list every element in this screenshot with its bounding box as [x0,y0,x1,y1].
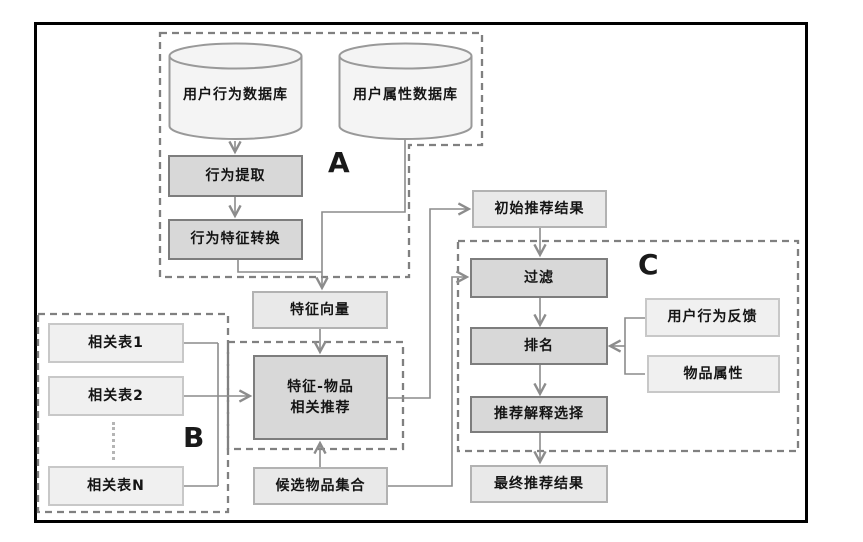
node-related-table-n: 相关表N [48,466,184,506]
section-c-label: C [638,248,659,281]
node-filter: 过滤 [470,258,608,298]
node-label-line1: 特征-物品 [287,379,354,396]
node-label: 用户属性数据库 [353,86,458,103]
node-label: 相关表1 [88,334,144,351]
section-a-dashed-box [158,31,484,279]
node-label: 过滤 [524,269,554,286]
node-feature-vector: 特征向量 [252,291,388,329]
node-label: 物品属性 [683,365,744,382]
node-user-attribute-db: 用户属性数据库 [338,42,473,141]
node-label: 候选物品集合 [275,477,366,494]
node-related-table-1: 相关表1 [48,323,184,363]
section-a-label: A [328,146,350,179]
section-c-dashed-box [456,239,800,453]
section-b-label: B [183,421,205,454]
node-label: 行为提取 [205,167,266,184]
node-user-behavior-db: 用户行为数据库 [168,42,303,141]
node-label-line2: 相关推荐 [290,399,351,416]
outer-border [34,22,808,523]
cylinder-shape [338,42,473,140]
ellipsis-dots [112,422,115,460]
node-label: 初始推荐结果 [494,200,585,217]
node-explain-select: 推荐解释选择 [470,396,608,433]
node-ranking: 排名 [470,327,608,365]
node-label: 相关表2 [88,387,144,404]
node-initial-result: 初始推荐结果 [472,190,607,228]
node-related-table-2: 相关表2 [48,376,184,416]
node-behavior-extract: 行为提取 [168,155,303,197]
node-label: 特征向量 [290,301,350,318]
node-label: 排名 [524,337,554,354]
node-label: 行为特征转换 [190,231,281,248]
node-behavior-feature-convert: 行为特征转换 [168,219,303,260]
node-label: 推荐解释选择 [494,406,584,423]
node-item-attribute: 物品属性 [647,355,780,393]
node-label: 用户行为反馈 [667,309,758,326]
node-label: 用户行为数据库 [183,86,288,103]
cylinder-shape [168,42,303,140]
node-user-feedback: 用户行为反馈 [645,298,780,337]
node-candidate-set: 候选物品集合 [253,467,388,505]
node-label: 最终推荐结果 [494,475,584,492]
node-feature-item-recommend: 特征-物品 相关推荐 [253,355,388,440]
node-final-result: 最终推荐结果 [470,465,608,503]
node-label: 相关表N [87,477,145,494]
